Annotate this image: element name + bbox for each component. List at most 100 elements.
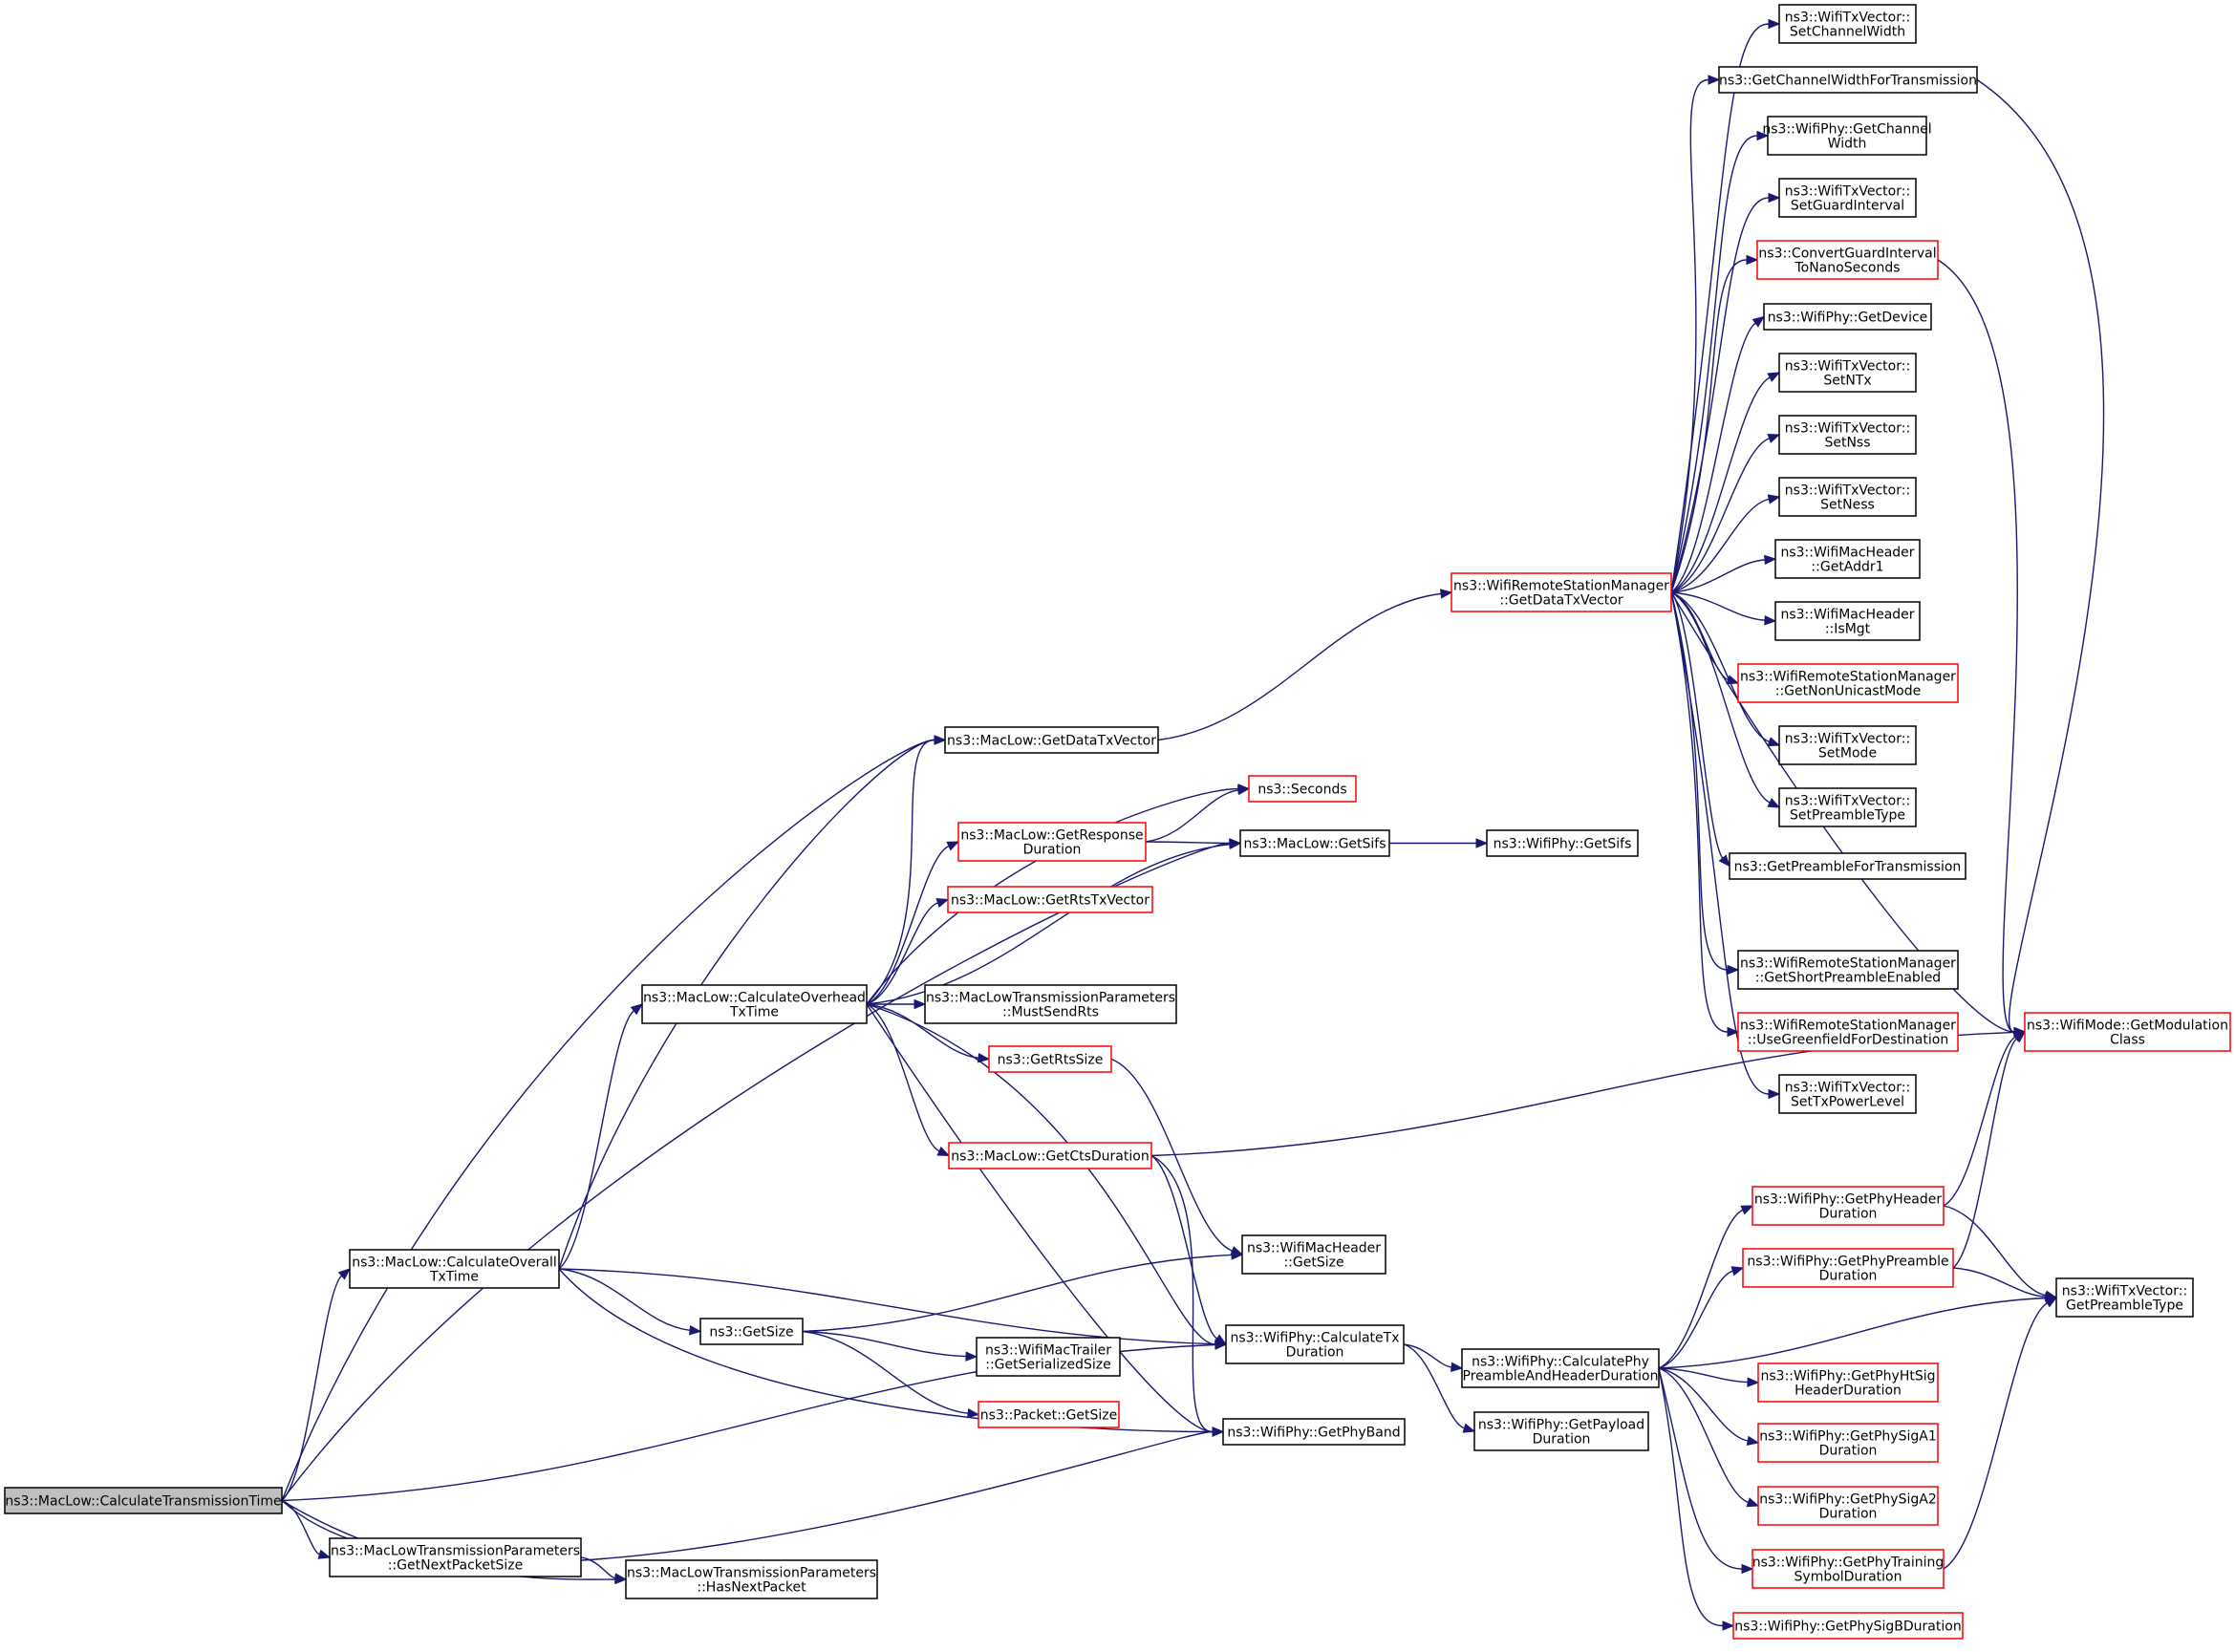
node-getDataTxVecLow[interactable]: ns3::MacLow::GetDataTxVector: [944, 726, 1159, 754]
node-label: Duration: [1023, 843, 1082, 858]
node-setGI[interactable]: ns3::WifiTxVector::SetGuardInterval: [1778, 178, 1917, 218]
node-getSize[interactable]: ns3::GetSize: [699, 1318, 804, 1345]
node-box: [1774, 601, 1921, 641]
node-label: ::GetNonUnicastMode: [1775, 684, 1922, 699]
node-label: Class: [2110, 1033, 2145, 1048]
node-phyGetDevice[interactable]: ns3::WifiPhy::GetDevice: [1763, 303, 1932, 331]
node-greenfield[interactable]: ns3::WifiRemoteStationManager::UseGreenf…: [1737, 1012, 1959, 1052]
node-label: ns3::WifiTxVector::: [1785, 421, 1910, 437]
node-label: ns3::WifiRemoteStationManager: [1740, 1019, 1956, 1034]
node-box: [1461, 1348, 1660, 1388]
node-setNess[interactable]: ns3::WifiTxVector::SetNess: [1778, 477, 1917, 517]
node-headerSize[interactable]: ns3::WifiMacHeader::GetSize: [1241, 1234, 1386, 1275]
node-getCtsDur[interactable]: ns3::MacLow::GetCtsDuration: [948, 1142, 1152, 1169]
node-box: [1751, 1186, 1945, 1226]
node-label: ns3::MacLow::CalculateOverhead: [643, 991, 866, 1006]
node-setChWidth[interactable]: ns3::WifiTxVector::SetChannelWidth: [1778, 4, 1917, 44]
arrow-head: [977, 1053, 991, 1063]
node-getNextPkt[interactable]: ns3::MacLowTransmissionParameters::GetNe…: [329, 1537, 582, 1577]
node-seconds[interactable]: ns3::Seconds: [1248, 775, 1357, 803]
node-getRtsTxVec[interactable]: ns3::MacLow::GetRtsTxVector: [947, 886, 1153, 913]
node-getDataTxVecMgr[interactable]: ns3::WifiRemoteStationManager::GetDataTx…: [1451, 572, 1672, 612]
node-label: ns3::MacLow::CalculateOverall: [352, 1255, 557, 1271]
node-hasNextPkt[interactable]: ns3::MacLowTransmissionParameters::HasNe…: [625, 1559, 878, 1599]
node-setNss[interactable]: ns3::WifiTxVector::SetNss: [1778, 415, 1917, 455]
call-edge: [1670, 434, 1781, 593]
node-packetSize[interactable]: ns3::Packet::GetSize: [978, 1401, 1120, 1428]
edge-line: [1670, 135, 1758, 593]
node-root[interactable]: ns3::MacLow::CalculateTransmissionTime: [4, 1487, 283, 1514]
node-box: [2024, 1012, 2231, 1052]
edge-line: [1670, 498, 1770, 593]
node-label: TxTime: [429, 1270, 479, 1285]
node-phyGetSifs[interactable]: ns3::WifiPhy::GetSifs: [1486, 829, 1639, 857]
node-setMode[interactable]: ns3::WifiTxVector::SetMode: [1778, 725, 1917, 765]
arrow-head: [913, 998, 927, 1010]
node-box: [1778, 787, 1917, 827]
node-isMgt[interactable]: ns3::WifiMacHeader::IsMgt: [1774, 601, 1921, 641]
arrow-head: [935, 898, 950, 909]
node-label: ns3::WifiPhy::GetPhySigA1: [1759, 1429, 1936, 1445]
node-getPreambleForTx[interactable]: ns3::GetPreambleForTransmission: [1729, 852, 1966, 880]
arrow-head: [688, 1325, 702, 1336]
edge-line: [866, 902, 938, 1005]
call-edge: [1670, 75, 1721, 593]
call-edge: [1658, 1205, 1754, 1369]
node-txVecGetPreamble[interactable]: ns3::WifiTxVector::GetPreambleType: [2055, 1277, 2194, 1318]
node-shortPreamble[interactable]: ns3::WifiRemoteStationManager::GetShortP…: [1737, 950, 1959, 990]
edge-line: [1658, 1270, 1733, 1369]
node-getAddr1[interactable]: ns3::WifiMacHeader::GetAddr1: [1774, 539, 1921, 579]
node-getRtsSize[interactable]: ns3::GetRtsSize: [988, 1045, 1112, 1073]
node-setNTx[interactable]: ns3::WifiTxVector::SetNTx: [1778, 353, 1917, 393]
node-phyGetChWidth[interactable]: ns3::WifiPhy::GetChannelWidth: [1762, 116, 1932, 156]
edge-line: [1157, 592, 1442, 741]
node-trailerSize[interactable]: ns3::WifiMacTrailer::GetSerializedSize: [976, 1337, 1121, 1377]
call-edge: [558, 1268, 702, 1336]
node-box: [1729, 852, 1966, 880]
node-nonUnicast[interactable]: ns3::WifiRemoteStationManager::GetNonUni…: [1737, 663, 1959, 703]
arrow-head: [630, 1003, 644, 1016]
node-getSifs[interactable]: ns3::MacLow::GetSifs: [1239, 829, 1390, 857]
arrow-head: [1767, 798, 1781, 808]
node-box: [1732, 1612, 1964, 1640]
node-setTxPower[interactable]: ns3::WifiTxVector::SetTxPowerLevel: [1778, 1074, 1917, 1114]
arrow-head: [1727, 1026, 1740, 1038]
edge-line: [1658, 1297, 2047, 1369]
call-edge: [1952, 1031, 2027, 1269]
node-setPreambleType[interactable]: ns3::WifiTxVector::SetPreambleType: [1778, 787, 1917, 827]
call-edge: [580, 1556, 628, 1583]
node-box: [1241, 1234, 1386, 1275]
node-getPhyBand[interactable]: ns3::WifiPhy::GetPhyBand: [1222, 1418, 1406, 1446]
node-label: ::HasNextPacket: [697, 1580, 806, 1596]
node-box: [349, 1249, 560, 1289]
node-box: [924, 984, 1177, 1024]
node-getChWidthTx[interactable]: ns3::GetChannelWidthForTransmission: [1718, 66, 1978, 94]
call-edge: [1670, 591, 1781, 1100]
node-box: [1778, 353, 1917, 393]
node-mustSendRts[interactable]: ns3::MacLowTransmissionParameters::MustS…: [924, 984, 1177, 1024]
node-box: [978, 1401, 1120, 1428]
node-calcPhyPreamble[interactable]: ns3::WifiPhy::CalculatePhyPreambleAndHea…: [1461, 1348, 1660, 1388]
edge-line: [1670, 78, 1709, 593]
node-label: Duration: [1819, 1444, 1878, 1459]
node-sigBDur[interactable]: ns3::WifiPhy::GetPhySigBDuration: [1732, 1612, 1964, 1640]
node-label: ns3::WifiPhy::GetPhyHtSig: [1761, 1369, 1936, 1384]
arrow-head: [946, 841, 960, 851]
edge-line: [558, 1268, 691, 1331]
node-box: [1225, 1324, 1405, 1364]
node-trainingDur[interactable]: ns3::WifiPhy::GetPhyTrainingSymbolDurati…: [1751, 1549, 1945, 1589]
node-label: ns3::GetChannelWidthForTransmission: [1719, 74, 1977, 89]
call-edge: [1658, 1293, 2058, 1369]
